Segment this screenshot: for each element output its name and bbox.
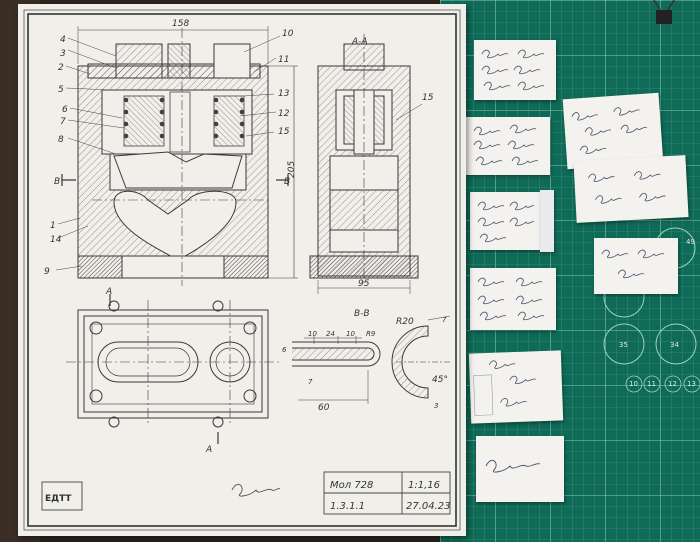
handwritten-signatures (571, 107, 648, 154)
mat-number: 12 (668, 380, 677, 388)
spring-section-view (292, 336, 381, 404)
callout-number: 3 (60, 49, 66, 59)
section-label: А (205, 445, 212, 455)
callout-leaders-left (55, 37, 125, 271)
signature-slip (474, 40, 556, 100)
dimension-value: R9 (366, 330, 376, 338)
signature-slip (476, 436, 564, 502)
signature-slip (470, 192, 542, 250)
mat-number: 35 (619, 341, 628, 349)
section-title: А-А (351, 37, 368, 47)
mat-number: 34 (670, 341, 679, 349)
dimension-value: R20 (396, 317, 414, 327)
outer-frame (23, 9, 461, 531)
handwritten-signatures (601, 249, 665, 279)
technical-drawing-sheet: 158 205 4 3 2 5 6 7 8 1 14 (18, 4, 466, 536)
title-block (323, 471, 451, 515)
signature-slip (470, 268, 556, 330)
callout-number: 7 (60, 117, 66, 127)
section-label: А (105, 287, 112, 297)
callout-number: 5 (58, 85, 64, 95)
section-label: В (284, 177, 290, 187)
signature-slip (573, 155, 689, 223)
section-cut-b (61, 174, 289, 186)
handwritten-signatures (473, 124, 539, 166)
mat-number: 49 (686, 238, 695, 246)
plan-view (66, 294, 280, 444)
dimension-value: 24 (326, 330, 335, 338)
ring-detail-view (391, 315, 451, 399)
mat-number: 10 (629, 380, 638, 388)
signature-slip (468, 350, 564, 424)
dimension-value: 10 (308, 330, 317, 338)
dimension-value: 6 (282, 346, 287, 354)
callout-number: 15 (422, 93, 434, 103)
mat-number: 11 (647, 380, 656, 388)
drawing-canvas: 158 205 4 3 2 5 6 7 8 1 14 (23, 9, 461, 531)
mat-number: 13 (687, 380, 696, 388)
front-section-view (77, 26, 298, 286)
section-label: В (54, 177, 60, 187)
callout-number: 13 (278, 89, 290, 99)
dimension-value: 3 (434, 402, 438, 410)
title-block-date: 27.04.23 (406, 501, 451, 512)
handwritten-signatures (477, 201, 535, 243)
side-section-view (309, 34, 423, 294)
callout-number: 8 (58, 135, 64, 145)
callout-number: 1 (50, 221, 56, 231)
callout-number: 12 (278, 109, 290, 119)
callout-number: 2 (58, 63, 64, 73)
callout-number: 15 (278, 127, 290, 137)
callout-number: 14 (50, 235, 62, 245)
dimension-value: 60 (318, 403, 330, 413)
binder-clip (653, 0, 675, 24)
dimension-value: 7 (308, 378, 313, 386)
inner-frame (27, 13, 457, 527)
title-block-scale: 1:1,16 (408, 480, 440, 491)
callout-number: 11 (278, 55, 289, 65)
drawing-signature (231, 483, 281, 497)
handwritten-signatures (477, 277, 545, 321)
handwritten-signatures (481, 49, 545, 91)
dimension-width: 95 (358, 279, 370, 289)
ruler-strip (540, 190, 554, 252)
callout-number: 4 (60, 35, 66, 45)
handwritten-signatures (473, 360, 536, 416)
dimension-width: 158 (172, 19, 189, 29)
dimension-value: 10 (346, 330, 355, 338)
callout-number: 6 (62, 105, 68, 115)
signature-slip (562, 92, 664, 170)
title-block-code: 1.3.1.1 (330, 501, 365, 512)
logo-stamp: ЕДТТ (41, 481, 83, 511)
dimension-height: 205 (287, 161, 297, 178)
signature-slip (594, 238, 678, 294)
handwritten-signatures (588, 171, 666, 204)
stamp-text: ЕДТТ (45, 494, 72, 504)
dimension-value: 45° (432, 375, 448, 385)
section-title: В-В (354, 309, 370, 319)
signature-slip (466, 117, 550, 175)
callout-leaders-right (239, 35, 281, 137)
callout-number: 9 (44, 267, 50, 277)
title-block-name: Мол 728 (330, 480, 373, 491)
handwritten-signature (485, 459, 541, 473)
dimension-value: 7 (442, 316, 447, 324)
callout-number: 10 (282, 29, 294, 39)
